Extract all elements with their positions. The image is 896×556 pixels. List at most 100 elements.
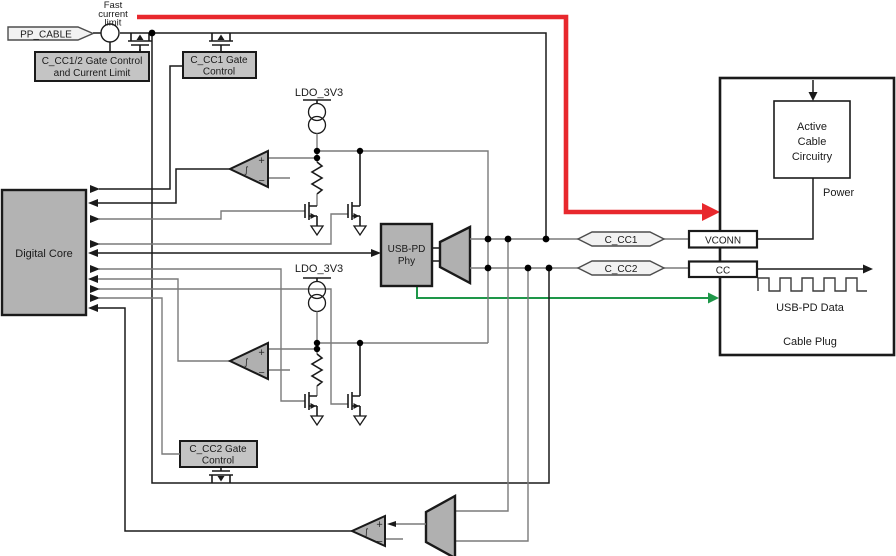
cable-plug-block: Cable Plug Active Cable Circuitry Power …	[718, 76, 896, 357]
pmos-cc12-switch-icon	[128, 33, 152, 52]
vconn-pin-shape	[687, 229, 759, 249]
cc12-gate-control-box: C_CC1/2 Gate Control and Current Limit	[34, 42, 150, 82]
cc2-box-line2: Control	[202, 456, 234, 467]
green-path	[416, 287, 710, 299]
current-source-icon	[307, 102, 327, 122]
usbpd-data-path	[416, 287, 719, 304]
c-cc1-flag-shape	[576, 231, 666, 247]
active-cable-circuitry-shape	[773, 100, 851, 179]
minus-sign: −	[258, 368, 265, 378]
resistor-icon	[310, 161, 324, 195]
out-arrow-icon	[90, 285, 100, 293]
in-arrow-icon	[88, 275, 98, 283]
acc-line1: Active	[797, 121, 827, 133]
monitor-mux-icon	[424, 493, 457, 556]
fcl-line3: limit	[105, 18, 122, 29]
in-arrow-icon	[88, 304, 98, 312]
c-cc2-flag: C_CC2	[576, 260, 666, 276]
phy-in-arrow-icon	[371, 249, 381, 257]
minus-sign: −	[376, 537, 383, 547]
cc-label: CC	[716, 266, 730, 277]
integrator-symbol: ∫	[244, 358, 249, 368]
comparator-icon	[227, 341, 269, 381]
pp-cable-flag: PP_CABLE	[7, 26, 95, 41]
cc2-gate-control-box: C_CC2 Gate Control	[179, 440, 258, 468]
plus-sign: +	[258, 348, 265, 358]
wire-cc1-power	[120, 32, 547, 239]
cable-plug-label: Cable Plug	[783, 336, 837, 348]
c-cc2-flag-shape	[576, 260, 666, 276]
resistor-icon	[310, 353, 324, 387]
fcl-line2: current	[98, 9, 128, 20]
vconn-power-highlight-path	[137, 14, 720, 221]
wire-node-to-cc1	[317, 150, 489, 343]
red-path	[137, 14, 704, 215]
usbpd-phy-shape	[379, 222, 434, 288]
in-arrow-icon	[88, 199, 98, 207]
pp-cable-flag-shape	[7, 26, 95, 41]
comparator-icon	[227, 149, 269, 189]
cc2-box-line1: C_CC2 Gate	[189, 444, 247, 455]
square-wave-icon	[757, 277, 867, 292]
plus-sign: +	[376, 520, 383, 530]
c-cc2-label: C_CC2	[605, 264, 638, 275]
power-label: Power	[823, 187, 855, 199]
digital-core-label: Digital Core	[15, 248, 72, 260]
nmos-icon	[304, 392, 318, 416]
out-arrow-icon	[90, 240, 100, 248]
cc12-box-line1: C_CC1/2 Gate Control	[42, 56, 143, 67]
digital-core-block: Digital Core	[0, 188, 88, 317]
digital-core-wires	[88, 65, 381, 532]
usbpd-phy-block: USB-PD Phy	[379, 222, 434, 288]
ground-icon	[352, 225, 368, 237]
ground-icon	[309, 225, 325, 237]
current-source-icon	[307, 115, 327, 135]
c-cc1-flag: C_CC1	[576, 231, 666, 247]
pp-cable-label: PP_CABLE	[20, 30, 72, 41]
power-wire	[757, 178, 814, 240]
minus-sign: −	[258, 176, 265, 186]
ldo-top-rail: LDO_3V3	[295, 87, 343, 206]
nmos-bottom-pair	[304, 343, 368, 427]
cc2-box-shape	[179, 440, 258, 468]
nmos-icon	[304, 202, 318, 226]
digital-core-shape	[0, 188, 88, 317]
nmos-top-pair	[304, 151, 368, 237]
in-arrow-icon	[88, 249, 98, 257]
vconn-pin: VCONN	[687, 229, 759, 249]
plus-sign: +	[258, 156, 265, 166]
fast-current-limit: Fast current limit	[98, 0, 128, 43]
cc1-box-line2: Control	[203, 67, 235, 78]
comparator-icon	[349, 514, 386, 548]
integrator-comparator-monitor: ∫ + −	[349, 514, 403, 548]
junction-dots	[148, 29, 553, 353]
ldo-bottom-rail: LDO_3V3	[295, 263, 343, 396]
ldo-top-label: LDO_3V3	[295, 87, 343, 99]
pmos-cc1-switch-icon	[209, 33, 233, 52]
wire-cc2-power	[151, 33, 550, 484]
power-wires	[93, 32, 550, 484]
vconn-label: VCONN	[705, 236, 741, 247]
fcl-line1: Fast	[104, 0, 123, 11]
usbpd-phy-line1: USB-PD	[388, 244, 426, 255]
cc1-box-line1: C_CC1 Gate	[190, 55, 248, 66]
integrator-comparator-bottom: ∫ + −	[227, 341, 290, 381]
usbpd-data-label: USB-PD Data	[776, 302, 845, 314]
out-arrow-icon	[90, 294, 100, 302]
current-source-icon	[307, 293, 327, 313]
cc12-box-line2: and Current Limit	[54, 68, 131, 79]
cc1-gate-control-box: C_CC1 Gate Control	[182, 51, 257, 79]
acc-line3: Circuitry	[792, 151, 833, 163]
integrator-symbol: ∫	[364, 528, 369, 538]
down-arrow-icon	[808, 92, 818, 101]
cc-pin-shape	[687, 260, 759, 279]
c-cc1-label: C_CC1	[605, 235, 638, 246]
integrator-comparator-top: ∫ + −	[227, 149, 290, 189]
pmos-cc2-switch-icon	[209, 467, 233, 483]
cc-pin: CC	[687, 260, 759, 279]
acc-line2: Cable	[798, 136, 827, 148]
red-arrowhead-icon	[702, 203, 720, 221]
ground-icon	[352, 415, 368, 427]
out-arrow-icon	[90, 185, 100, 193]
